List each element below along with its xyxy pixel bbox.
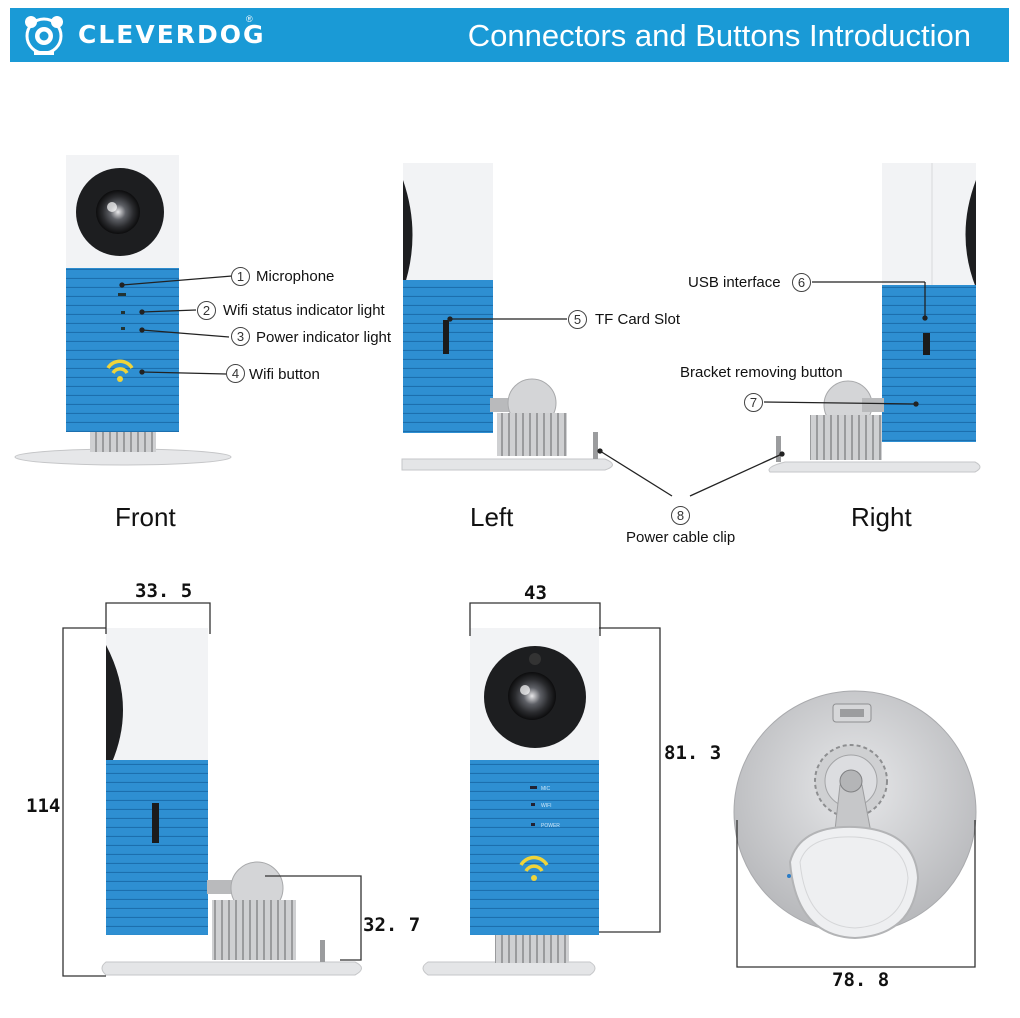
wifi-print: WIFI [541,803,552,809]
side-dimension-lines [62,602,362,977]
right-leader-lines [689,281,928,497]
side-dimension-view [101,628,362,976]
dimension-stand-height: 32. 7 [363,914,421,936]
callout-label-microphone: Microphone [256,268,335,285]
callout-number-2: 2 [197,301,216,320]
page-title: Connectors and Buttons Introduction [467,18,971,53]
callout-label-power-light: Power indicator light [256,329,392,346]
front-leader-lines [119,275,233,375]
callout-label-power-cable-clip: Power cable clip [626,529,736,546]
header-banner: CLEVERDOG ® Connectors and Buttons Intro… [10,8,1009,62]
dimension-front-height: 81. 3 [664,742,722,764]
view-title-front: Front [115,502,176,532]
view-title-right: Right [851,502,912,532]
brand-name: CLEVERDOG [78,20,266,49]
callout-label-wifi-status-light: Wifi status indicator light [223,302,385,319]
dimension-side-height: 114 [26,795,61,817]
view-title-left: Left [470,502,514,532]
left-view-camera [401,163,613,471]
callout-number-6: 6 [792,273,811,292]
dimension-front-width: 43 [524,582,547,604]
callout-number-5: 5 [568,310,587,329]
front-view-camera [14,155,232,466]
mic-print: MIC [541,786,551,792]
front-dimension-view: MIC WIFI POWER [422,628,599,976]
dog-camera-logo-icon [25,16,63,55]
dimension-side-width: 33. 5 [135,580,193,602]
front-dimension-lines [469,602,661,933]
callout-label-wifi-button: Wifi button [249,366,320,383]
left-leader-lines [447,316,673,497]
callout-label-usb-interface: USB interface [688,274,781,291]
callout-number-3: 3 [231,327,250,346]
right-view-camera [768,163,981,473]
base-top-view [733,690,977,940]
callout-number-7: 7 [744,393,763,412]
callout-label-tf-card-slot: TF Card Slot [595,311,681,328]
registered-mark: ® [246,14,253,24]
callout-number-4: 4 [226,364,245,383]
callout-number-1: 1 [231,267,250,286]
callout-label-bracket-removing: Bracket removing button [680,364,843,381]
base-dimension-lines [736,820,976,968]
callout-number-8: 8 [671,506,690,525]
dimension-base-diameter: 78. 8 [832,969,890,991]
power-print: POWER [541,823,560,829]
